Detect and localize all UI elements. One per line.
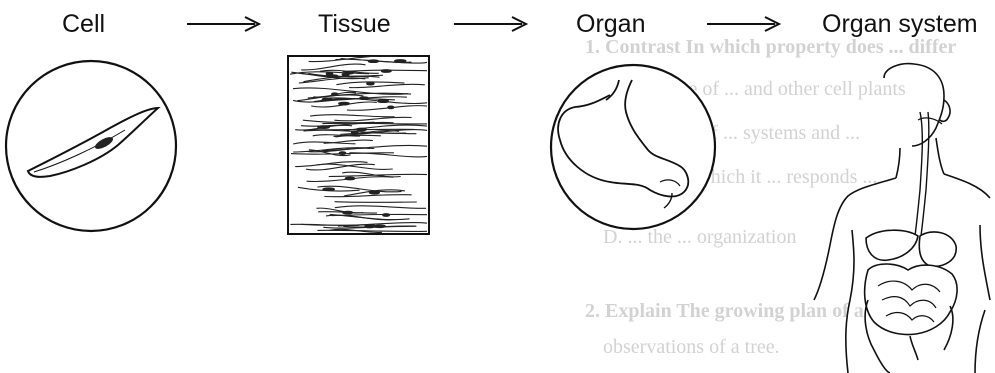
tissue-nucleus [323,188,335,191]
digestive-system-icon [814,64,990,373]
tissue-fiber [335,202,417,203]
tissue-fiber [322,123,427,124]
tissue-nucleus [381,70,391,73]
tissue-icon [288,56,429,234]
tissue-nucleus [339,152,346,155]
tissue-nucleus [383,214,390,217]
tissue-nucleus [326,73,333,76]
tissue-nucleus [351,131,358,134]
tissue-nucleus [360,97,369,100]
tissue-nucleus [356,128,366,131]
stomach-icon [551,65,715,229]
tissue-nucleus [388,106,394,109]
tissue-nucleus [342,73,349,76]
tissue-nucleus [395,60,406,63]
tissue-nucleus [345,177,355,180]
tissue-nucleus [378,100,389,103]
tissue-nucleus [339,102,350,105]
tissue-nucleus [367,82,374,85]
tissue-nucleus [365,225,374,228]
cell-icon [6,61,176,231]
tissue-nucleus [369,191,379,194]
tissue-nucleus [318,126,330,129]
